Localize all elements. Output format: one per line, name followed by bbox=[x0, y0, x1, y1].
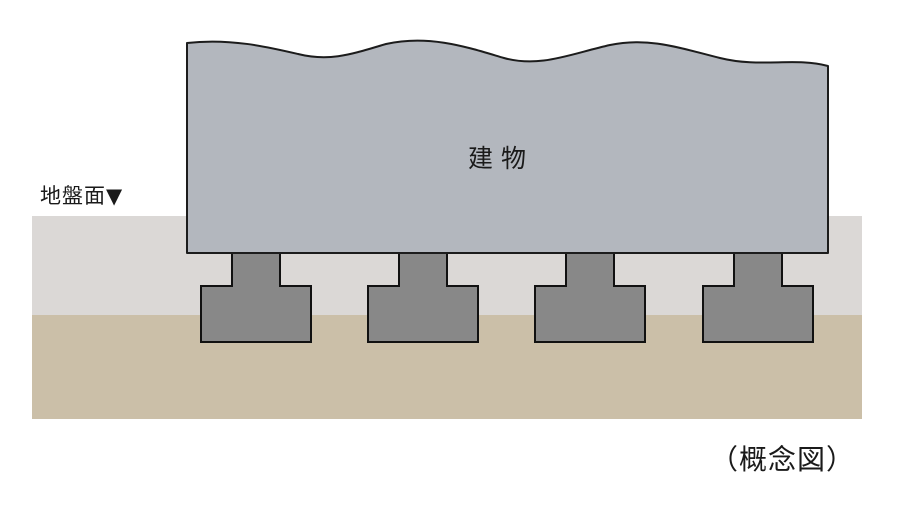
building-block bbox=[186, 39, 829, 254]
footing-2 bbox=[367, 251, 479, 343]
footing-3 bbox=[534, 251, 646, 343]
building-label: 建 物 bbox=[468, 144, 526, 173]
ground-surface-label: 地盤面▼ bbox=[40, 184, 124, 208]
diagram-caption: （概念図） bbox=[710, 443, 856, 476]
footing-4 bbox=[702, 251, 814, 343]
footing-1 bbox=[200, 251, 312, 343]
footings bbox=[200, 251, 814, 343]
